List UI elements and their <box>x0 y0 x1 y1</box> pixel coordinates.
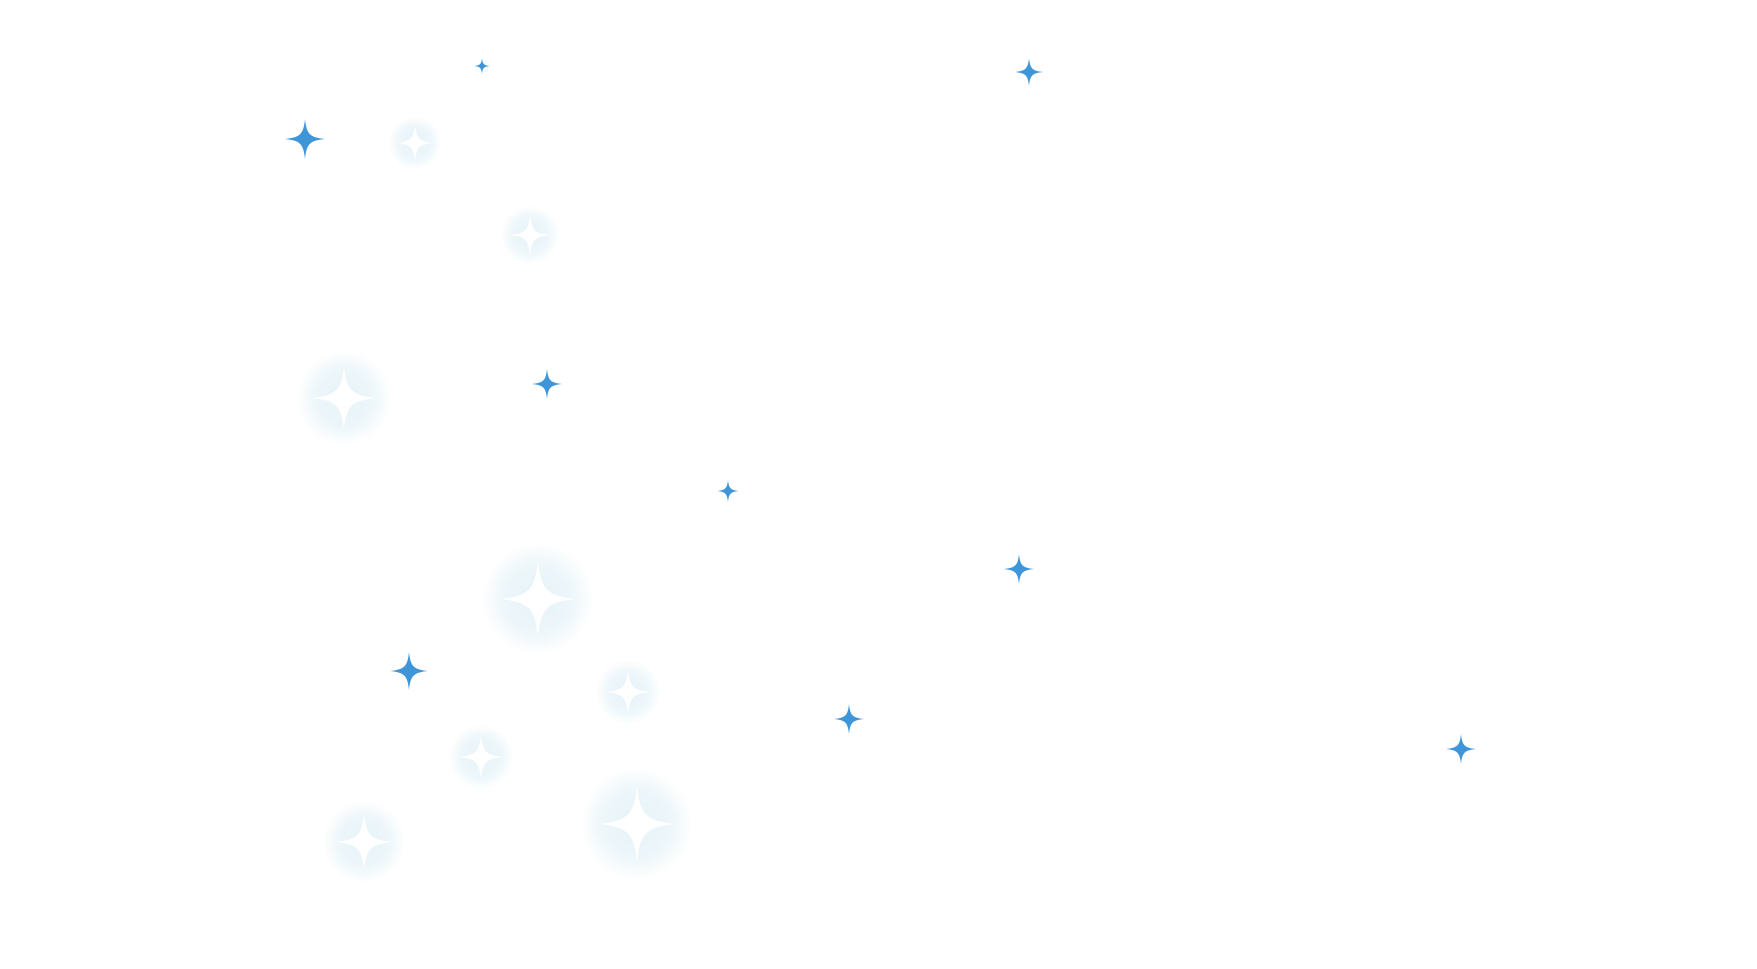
sparkle-glow <box>581 768 693 880</box>
glowing-four-point-star-icon <box>312 366 376 430</box>
four-point-star-icon <box>285 119 325 159</box>
glowing-four-point-star-icon <box>500 561 576 637</box>
sparkle-glow <box>501 206 559 264</box>
glowing-four-point-star-icon <box>599 786 675 862</box>
four-point-star-icon <box>390 652 428 690</box>
four-point-star-icon <box>834 704 864 734</box>
four-point-star-icon <box>1004 554 1034 584</box>
four-point-star-icon <box>532 369 562 399</box>
four-point-star-icon <box>1446 734 1476 764</box>
sparkle-glow <box>482 543 594 655</box>
sparkle-glow <box>388 116 442 170</box>
sparkle-glow <box>323 801 405 883</box>
sparkle-glow <box>596 660 660 724</box>
sparkle-glow <box>297 351 391 445</box>
sparkle-glow <box>449 725 513 789</box>
glowing-four-point-star-icon <box>606 670 650 714</box>
glowing-four-point-star-icon <box>336 814 392 870</box>
glowing-four-point-star-icon <box>459 735 503 779</box>
glowing-four-point-star-icon <box>510 215 550 255</box>
four-point-star-icon <box>474 58 490 74</box>
four-point-star-icon <box>1015 58 1043 86</box>
four-point-star-icon <box>717 480 739 502</box>
glowing-four-point-star-icon <box>397 125 433 161</box>
